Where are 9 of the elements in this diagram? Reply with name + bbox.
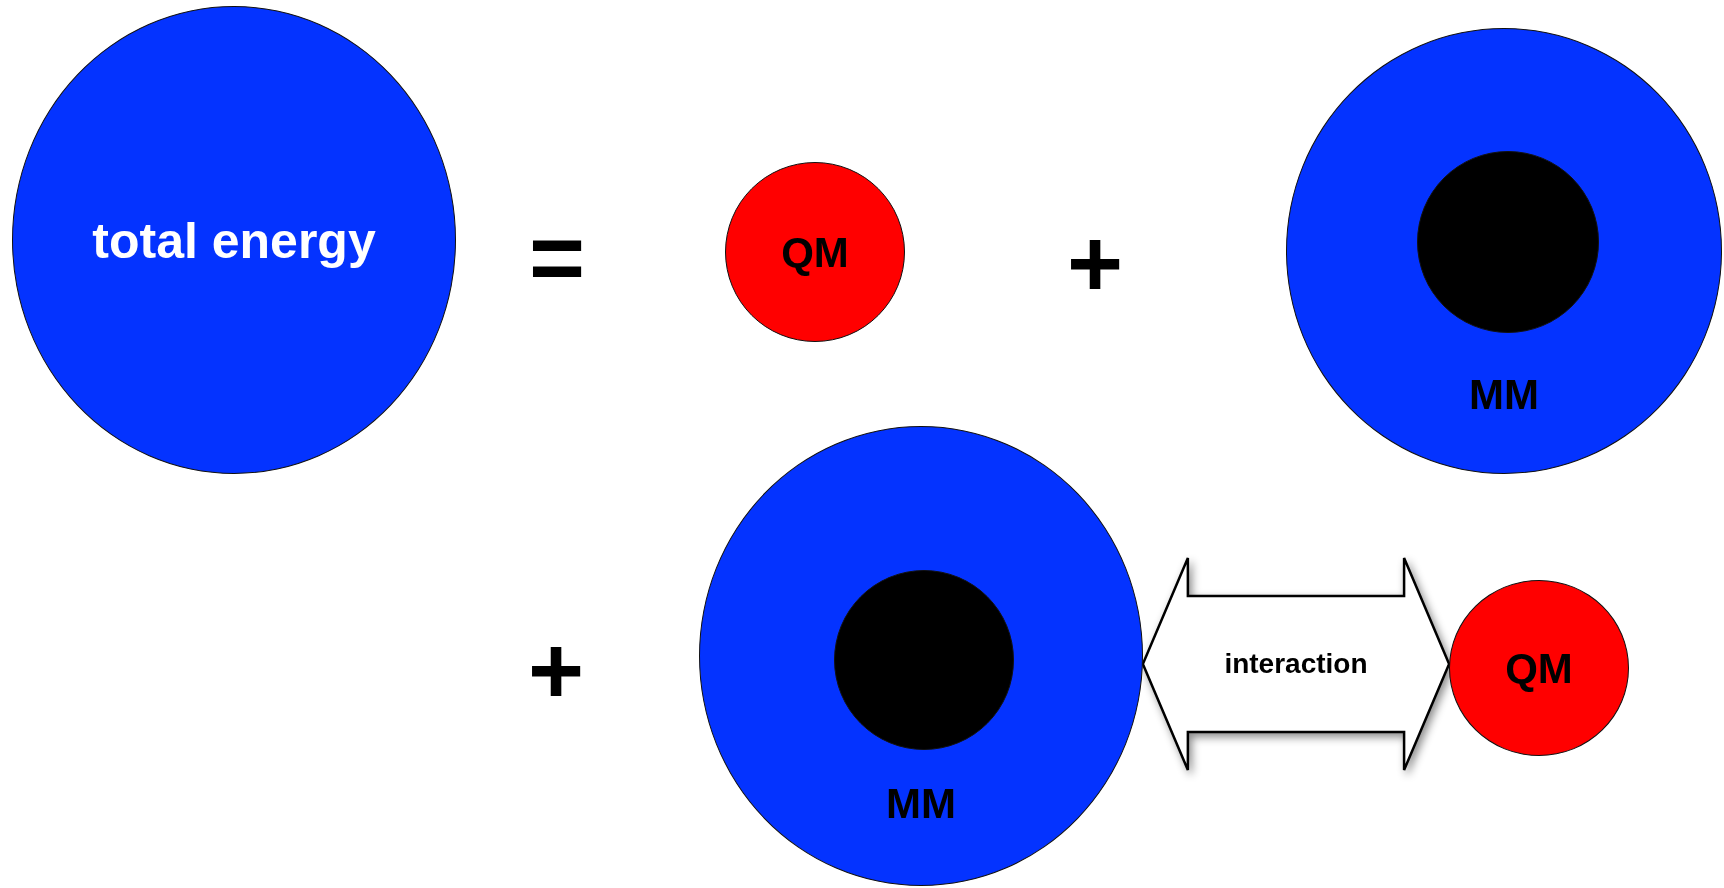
circle-label: MM (886, 783, 956, 826)
circle-label: QM (1505, 648, 1573, 690)
double-block-arrow (1141, 556, 1451, 772)
operator-sign: = (528, 210, 586, 306)
circle-label: total energy (92, 216, 376, 266)
operator-sign: + (1066, 216, 1124, 312)
circle-label: QM (781, 232, 849, 274)
circle-label: MM (1469, 373, 1539, 416)
operator-sign: + (527, 623, 585, 719)
